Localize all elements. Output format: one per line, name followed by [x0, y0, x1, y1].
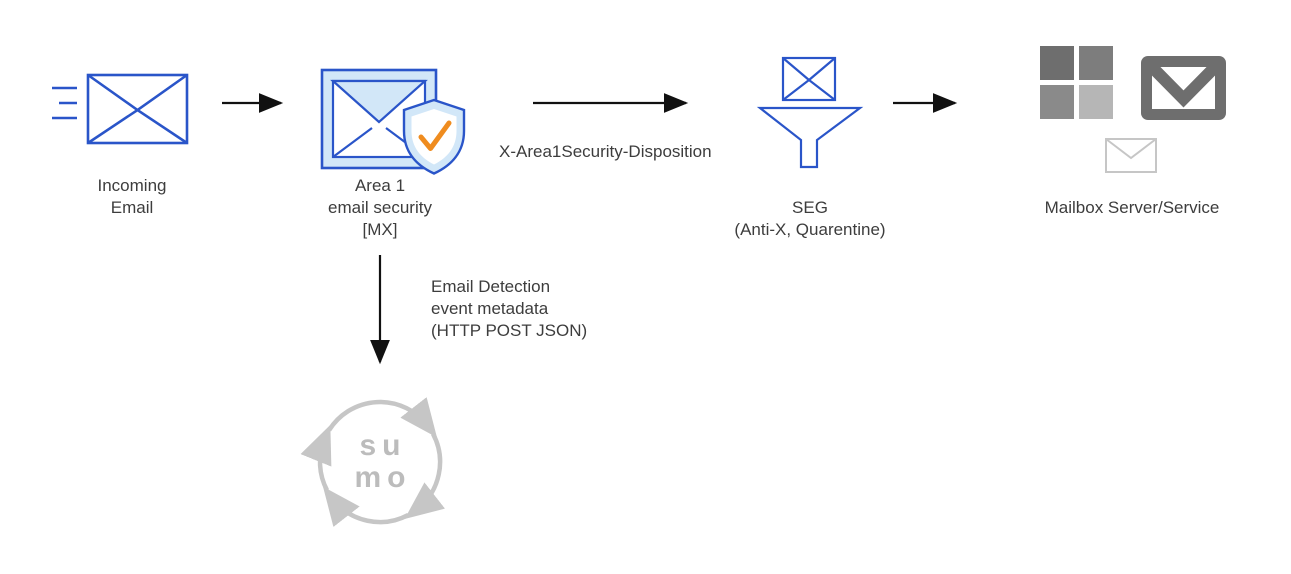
- check-mark: [418, 120, 452, 151]
- sumo-arc-bottom: [322, 486, 410, 527]
- microsoft-logo-icon: [1040, 46, 1113, 119]
- envelope-fold-top: [87, 73, 188, 112]
- shield-check-icon: [402, 98, 466, 175]
- sumo-wordmark-top: su: [359, 429, 407, 462]
- envelope-body: [86, 73, 189, 145]
- sumo-arc-left: [300, 424, 332, 492]
- sumo-logic-logo-icon: [300, 397, 445, 527]
- envelope-fold-bottom: [87, 108, 188, 145]
- seg-label: SEG (Anti-X, Quarentine): [734, 198, 886, 239]
- small-envelope-fold: [1105, 138, 1157, 160]
- incoming-email-icon: [52, 73, 189, 145]
- seg-envelope-fold-bottom: [782, 78, 836, 101]
- envelope-flap: [330, 79, 428, 124]
- seg-filter-icon: [756, 56, 864, 169]
- mail-service-icon: [1105, 138, 1157, 173]
- area1-label: Area 1 email security [MX]: [328, 176, 432, 239]
- mailbox-label: Mailbox Server/Service: [1044, 198, 1220, 217]
- sumo-arc-top: [327, 397, 437, 438]
- shield-inner: [411, 109, 457, 165]
- sumo-wordmark: su mo: [318, 430, 442, 494]
- metadata-edge-label: Email Detection event metadata (HTTP POS…: [431, 277, 588, 340]
- sumo-wordmark-bottom: mo: [354, 461, 412, 494]
- ms-square-bottom-right: [1079, 85, 1113, 119]
- ms-square-top-right: [1079, 46, 1113, 80]
- gmail-m-fold: [1147, 62, 1220, 108]
- gmail-icon: [1141, 56, 1226, 120]
- incoming-email-label: Incoming Email: [97, 176, 167, 217]
- sumo-arc-right: [404, 432, 445, 520]
- ms-square-top-left: [1040, 46, 1074, 80]
- disposition-edge-label: X-Area1Security-Disposition: [499, 142, 712, 161]
- area1-email-security-icon: [320, 68, 466, 175]
- ms-square-bottom-left: [1040, 85, 1074, 119]
- funnel-shape: [756, 106, 864, 169]
